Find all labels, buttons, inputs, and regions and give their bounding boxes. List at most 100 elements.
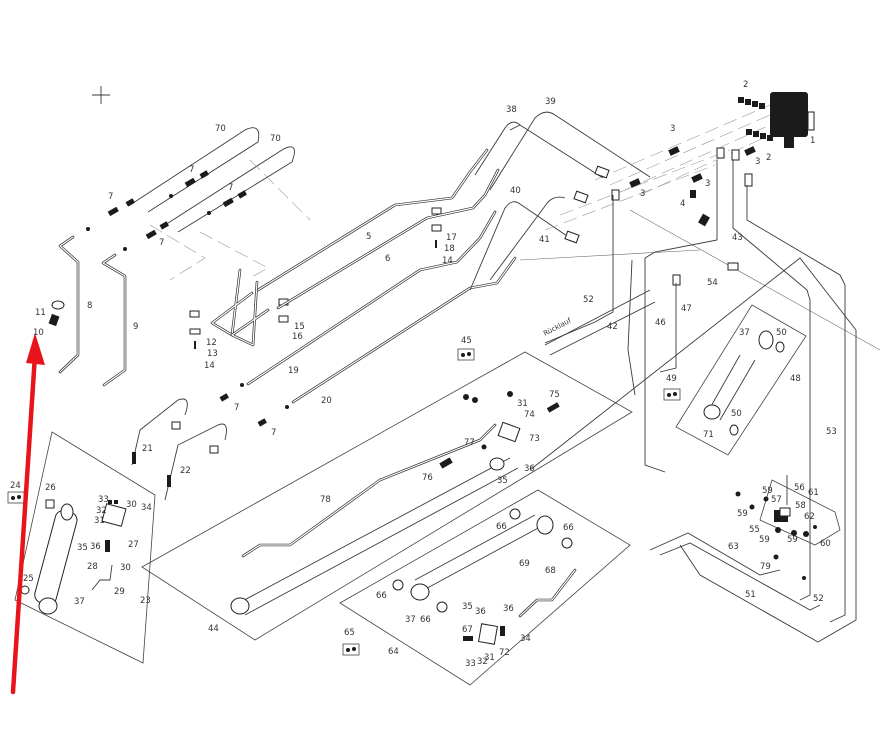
label-20: 20 xyxy=(321,396,332,406)
kit-icon-49 xyxy=(663,388,681,401)
label-52: 52 xyxy=(813,594,824,604)
label-10: 10 xyxy=(33,328,44,338)
label-11: 11 xyxy=(35,308,46,318)
label-77: 77 xyxy=(464,438,475,448)
label-7: 7 xyxy=(159,238,164,248)
label-34: 34 xyxy=(141,503,152,513)
pipe-9 xyxy=(101,253,127,387)
label-63: 63 xyxy=(728,542,739,552)
label-47: 47 xyxy=(681,304,692,314)
label-31: 31 xyxy=(94,516,105,526)
fitting-10-11 xyxy=(48,300,65,327)
label-4: 4 xyxy=(680,199,685,209)
label-30: 30 xyxy=(126,500,137,510)
label-16: 16 xyxy=(292,332,303,342)
label-1: 1 xyxy=(810,136,815,146)
fittings-3 xyxy=(564,146,756,286)
pipe-19 xyxy=(246,210,497,386)
label-61: 61 xyxy=(808,488,819,498)
label-50: 50 xyxy=(731,409,742,419)
label-24: 24 xyxy=(10,481,21,491)
label-37: 37 xyxy=(405,615,416,625)
label-75: 75 xyxy=(549,390,560,400)
label-36: 36 xyxy=(524,464,535,474)
label-37: 37 xyxy=(739,328,750,338)
label-22: 22 xyxy=(180,466,191,476)
pipe-label-ruecklauf: Rücklauf xyxy=(542,316,573,337)
label-3: 3 xyxy=(755,157,760,167)
label-78: 78 xyxy=(320,495,331,505)
label-14: 14 xyxy=(442,256,453,266)
valve-group-55 xyxy=(735,475,841,580)
crosshair-mark xyxy=(92,86,110,104)
label-59: 59 xyxy=(762,486,773,496)
label-3: 3 xyxy=(670,124,675,134)
label-17: 17 xyxy=(446,233,457,243)
label-31: 31 xyxy=(484,653,495,663)
cylinder-48 xyxy=(675,304,807,456)
label-43: 43 xyxy=(732,233,743,243)
label-32: 32 xyxy=(96,506,107,516)
hose-21 xyxy=(131,398,188,466)
label-31: 31 xyxy=(517,399,528,409)
label-49: 49 xyxy=(666,374,677,384)
label-40: 40 xyxy=(510,186,521,196)
label-46: 46 xyxy=(655,318,666,328)
label-76: 76 xyxy=(422,473,433,483)
hose-41 xyxy=(489,196,566,281)
label-45: 45 xyxy=(461,336,472,346)
label-36: 36 xyxy=(503,604,514,614)
label-33: 33 xyxy=(98,495,109,505)
label-48: 48 xyxy=(790,374,801,384)
label-32: 32 xyxy=(477,657,488,667)
label-68: 68 xyxy=(545,566,556,576)
label-7: 7 xyxy=(189,165,194,175)
label-37: 37 xyxy=(74,597,85,607)
label-58: 58 xyxy=(795,501,806,511)
boom-cylinder-44 xyxy=(141,351,633,641)
label-34: 34 xyxy=(520,634,531,644)
kit-icon-45 xyxy=(457,348,475,361)
label-50: 50 xyxy=(776,328,787,338)
label-5: 5 xyxy=(366,232,371,242)
valve-block-73 xyxy=(439,391,560,471)
label-55: 55 xyxy=(749,525,760,535)
label-79: 79 xyxy=(760,562,771,572)
kit-icon-65 xyxy=(342,643,360,656)
label-51: 51 xyxy=(745,590,756,600)
label-35: 35 xyxy=(497,476,508,486)
label-7: 7 xyxy=(228,183,233,193)
label-73: 73 xyxy=(529,434,540,444)
label-56: 56 xyxy=(794,483,805,493)
label-66: 66 xyxy=(563,523,574,533)
label-41: 41 xyxy=(539,235,550,245)
label-14: 14 xyxy=(204,361,215,371)
label-33: 33 xyxy=(465,659,476,669)
label-28: 28 xyxy=(87,562,98,572)
label-23: 23 xyxy=(140,596,151,606)
pipe-6 xyxy=(276,168,500,310)
label-70: 70 xyxy=(215,124,226,134)
label-9: 9 xyxy=(133,322,138,332)
label-2: 2 xyxy=(766,153,771,163)
label-21: 21 xyxy=(142,444,153,454)
label-18: 18 xyxy=(444,244,455,254)
label-66: 66 xyxy=(376,591,387,601)
label-26: 26 xyxy=(45,483,56,493)
label-60: 60 xyxy=(820,539,831,549)
hose-40 xyxy=(469,201,571,291)
label-6: 6 xyxy=(385,254,390,264)
hose-39 xyxy=(489,111,651,191)
lines-51-63 xyxy=(649,532,821,611)
return-lines xyxy=(529,160,857,643)
clamps xyxy=(189,207,442,349)
kit-icon-24 xyxy=(7,491,25,504)
hose-38 xyxy=(474,121,604,179)
label-36: 36 xyxy=(475,607,486,617)
label-52: 52 xyxy=(583,295,594,305)
label-3: 3 xyxy=(640,189,645,199)
label-66: 66 xyxy=(496,522,507,532)
pipe-loops xyxy=(210,268,270,347)
label-54: 54 xyxy=(707,278,718,288)
